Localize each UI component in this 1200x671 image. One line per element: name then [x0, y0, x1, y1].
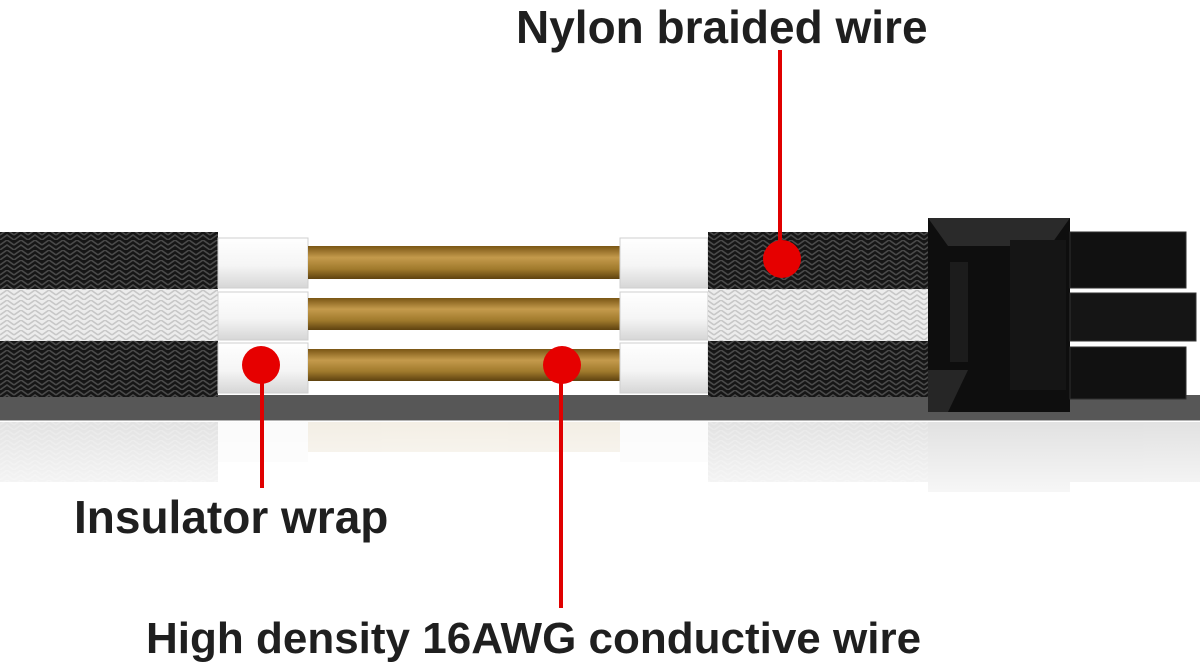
braided-sleeve-left-top — [0, 232, 218, 289]
copper-conductor-1 — [308, 246, 620, 279]
braided-sleeve-right-middle — [708, 289, 932, 341]
pointer-dot-conductor — [543, 346, 581, 384]
insulator-sleeve-left-2 — [217, 291, 309, 341]
braided-sleeve-right-top — [708, 232, 932, 289]
pointer-dot-insulator — [242, 346, 280, 384]
pointer-dot-nylon — [763, 240, 801, 278]
callout-conductive-wire: High density 16AWG conductive wire — [146, 614, 922, 663]
connector-pin-1 — [1069, 231, 1187, 289]
callout-nylon-braided-wire: Nylon braided wire — [516, 1, 928, 53]
callout-insulator-wrap: Insulator wrap — [74, 491, 389, 543]
braided-sleeve-left-bottom — [0, 341, 218, 397]
braided-sleeve-right-bottom — [708, 341, 932, 397]
connector-pin-2 — [1069, 292, 1197, 342]
connector-pin-3 — [1069, 346, 1187, 400]
insulator-sleeve-right-3 — [619, 342, 709, 394]
insulator-sleeve-left-1 — [217, 237, 309, 289]
connector-housing — [928, 218, 1070, 412]
reflection-fade — [0, 420, 1200, 520]
insulator-sleeve-right-1 — [619, 237, 709, 289]
braided-sleeve-left-middle — [0, 289, 218, 341]
insulator-sleeve-right-2 — [619, 291, 709, 341]
copper-conductor-2 — [308, 298, 620, 330]
